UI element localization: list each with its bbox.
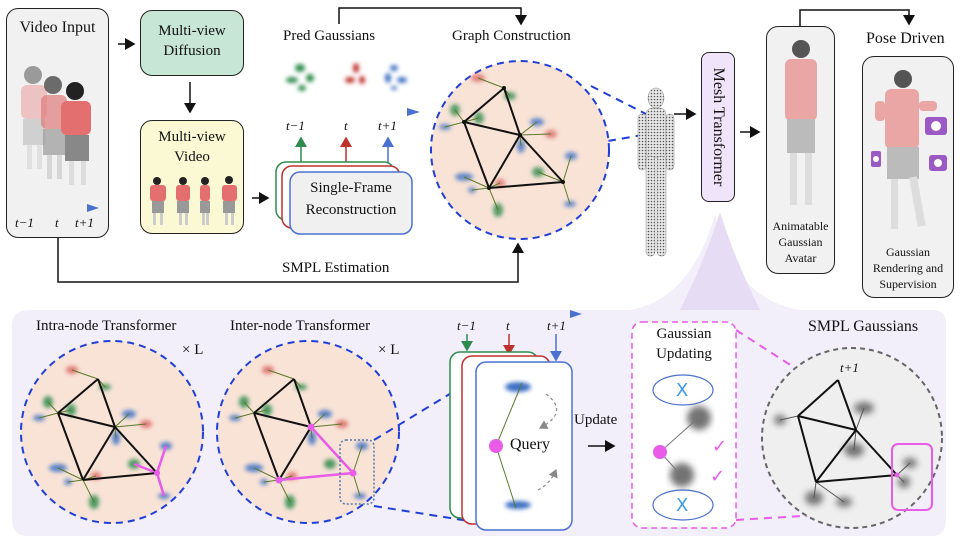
video-input-panel: Video Input t−1 t t+1 — [6, 8, 109, 238]
query-time-label-t-plus-1: t+1 — [547, 318, 566, 333]
camera-icon — [925, 117, 947, 135]
time-label-t-plus-1: t+1 — [75, 215, 94, 230]
pose-driven-title: Pose Driven — [866, 30, 945, 47]
reject-mark-bottom: X — [676, 495, 689, 516]
gaussian-updating-title-2: Updating — [656, 346, 712, 362]
query-time-label-t-minus-1: t−1 — [457, 318, 476, 333]
inter-node-repeat: × L — [378, 342, 400, 358]
multiview-diffusion-box: Multi-view Diffusion — [140, 10, 244, 76]
pose-driven-image — [871, 70, 947, 229]
multiview-video-label-1: Multi-view — [158, 129, 226, 145]
smpl-estimation-label: SMPL Estimation — [282, 260, 390, 276]
time-arrow — [19, 204, 99, 212]
graph-construction-diagram — [430, 60, 610, 240]
pose-driven-label-3: Supervision — [879, 277, 937, 291]
time-label-t: t — [55, 215, 59, 230]
pred-time-label-t-minus-1: t−1 — [286, 118, 305, 133]
avatar-label-3: Avatar — [784, 251, 817, 265]
multiview-diffusion-label-1: Multi-view — [158, 23, 226, 39]
accept-mark-top: ✓ — [712, 436, 728, 457]
avatar-image — [785, 40, 817, 205]
pose-driven-panel: Gaussian Rendering and Supervision — [862, 56, 954, 298]
selection-box — [339, 439, 375, 505]
multiview-frames-image — [150, 176, 237, 225]
smpl-gaussians-graph — [761, 347, 943, 529]
smpl-gaussians-title: SMPL Gaussians — [808, 318, 919, 335]
animatable-avatar-panel: Animatable Gaussian Avatar — [766, 26, 835, 274]
pose-driven-label-1: Gaussian — [886, 245, 930, 259]
camera-icon — [871, 151, 881, 167]
reject-mark-top: X — [676, 380, 689, 401]
smpl-mesh-image — [637, 87, 675, 257]
gaussian-updating-title-1: Gaussian — [656, 326, 712, 342]
single-frame-label-1: Single-Frame — [310, 180, 392, 196]
query-label: Query — [510, 436, 550, 453]
pose-driven-label-2: Rendering and — [872, 261, 944, 275]
graph-construction-title: Graph Construction — [452, 28, 571, 44]
multiview-video-box: Multi-view Video — [140, 120, 244, 234]
inter-node-title: Inter-node Transformer — [230, 318, 371, 334]
avatar-label-2: Gaussian — [778, 235, 823, 249]
time-label-t-minus-1: t−1 — [15, 215, 34, 230]
pred-gaussians-title: Pred Gaussians — [283, 28, 376, 44]
intra-node-title: Intra-node Transformer — [36, 318, 177, 334]
pred-time-label-t: t — [344, 118, 348, 133]
pred-gaussians-diagram — [280, 63, 420, 116]
intra-node-repeat: × L — [182, 342, 204, 358]
camera-icon — [929, 155, 947, 171]
single-frame-label-2: Reconstruction — [305, 202, 397, 218]
video-input-title: Video Input — [19, 19, 96, 36]
selection-box — [891, 443, 933, 511]
accept-mark-bottom: ✓ — [710, 466, 726, 487]
pred-time-label-t-plus-1: t+1 — [378, 118, 397, 133]
mesh-transformer-box: Mesh Transformer — [701, 52, 735, 202]
avatar-label-1: Animatable — [772, 219, 829, 233]
update-label: Update — [574, 412, 618, 428]
multiview-diffusion-label-2: Diffusion — [163, 43, 221, 59]
query-time-label-t: t — [506, 318, 510, 333]
intra-node-graph — [20, 340, 204, 524]
multiview-video-label-2: Video — [174, 149, 210, 165]
query-node — [489, 439, 503, 453]
inter-node-graph — [216, 340, 400, 524]
video-frames-image — [21, 66, 91, 185]
smpl-gaussians-time-label: t+1 — [840, 360, 859, 375]
